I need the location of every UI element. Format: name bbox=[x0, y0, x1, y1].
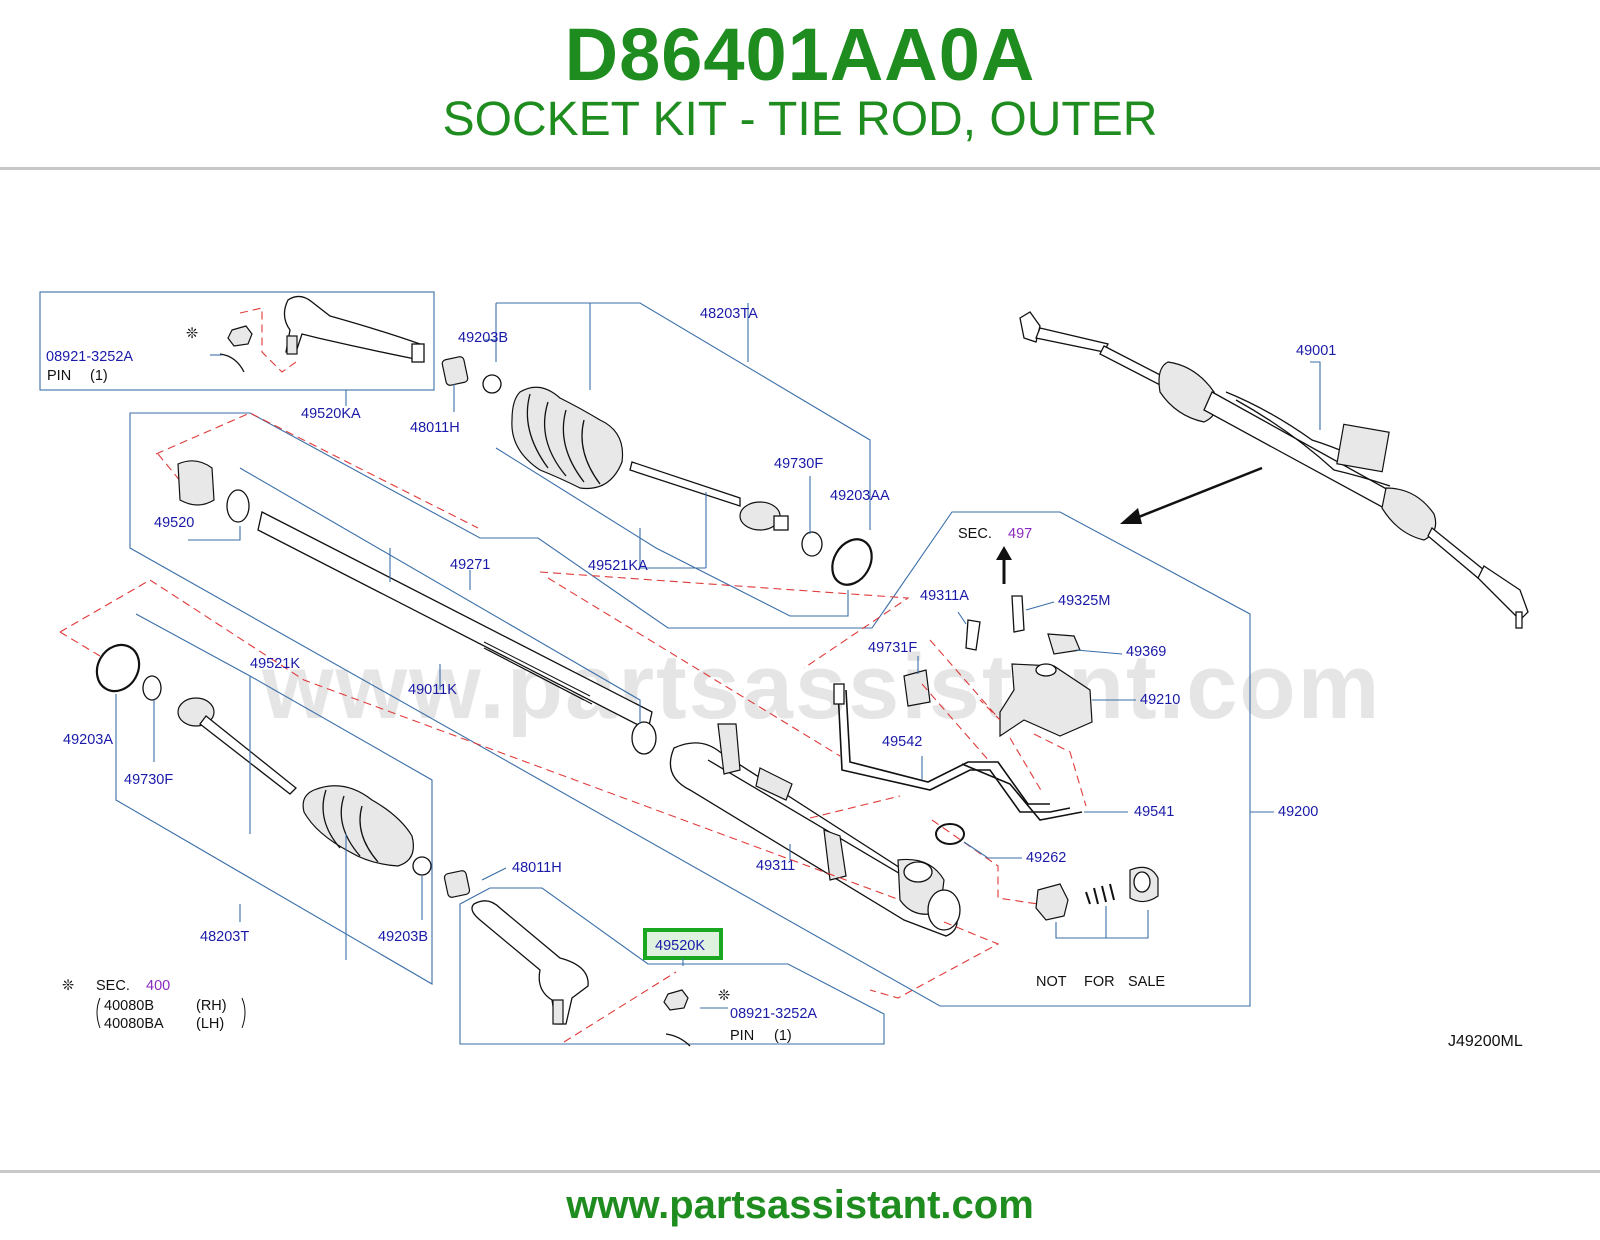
label-pin-top-qty: (1) bbox=[90, 368, 108, 384]
label-49203A[interactable]: 49203A bbox=[63, 732, 113, 748]
footer-url[interactable]: www.partsassistant.com bbox=[566, 1183, 1034, 1227]
label-48203T[interactable]: 48203T bbox=[200, 929, 249, 945]
label-sale: SALE bbox=[1128, 974, 1165, 990]
steering-rack-assembly bbox=[1019, 311, 1529, 629]
label-48203TA[interactable]: 48203TA bbox=[700, 306, 758, 322]
watermark-text: www.partsassistant.com bbox=[261, 636, 1381, 738]
label-08921-3252A-low[interactable]: 08921-3252A bbox=[730, 1006, 817, 1022]
label-49521KA[interactable]: 49521KA bbox=[588, 558, 648, 574]
label-49542[interactable]: 49542 bbox=[882, 734, 922, 750]
label-49271[interactable]: 49271 bbox=[450, 557, 490, 573]
part-number: D86401AA0A bbox=[564, 13, 1036, 96]
label-49520K[interactable]: 49520K bbox=[655, 938, 705, 954]
part-title: SOCKET KIT - TIE ROD, OUTER bbox=[442, 93, 1158, 146]
label-48011H-top[interactable]: 48011H bbox=[410, 420, 460, 436]
box-49520K: ❊ bbox=[459, 887, 885, 1047]
label-49541[interactable]: 49541 bbox=[1134, 804, 1174, 820]
label-not: NOT bbox=[1036, 974, 1067, 990]
label-sec-bottom: SEC. bbox=[96, 978, 130, 994]
label-40080BA[interactable]: 40080BA bbox=[104, 1016, 164, 1032]
box-49520KA: ❊ bbox=[39, 291, 435, 391]
label-49311[interactable]: 49311 bbox=[756, 858, 795, 874]
label-49200[interactable]: 49200 bbox=[1278, 804, 1318, 820]
label-for: FOR bbox=[1084, 974, 1115, 990]
rack-parts bbox=[177, 460, 657, 755]
lower-left-parts bbox=[95, 643, 471, 898]
gear-housing-49311 bbox=[669, 723, 961, 937]
label-49203AA[interactable]: 49203AA bbox=[830, 488, 890, 504]
asterisk-mark-low: ❊ bbox=[718, 988, 730, 1004]
asterisk-legend: ❊ bbox=[62, 978, 74, 994]
label-rh: (RH) bbox=[196, 998, 227, 1014]
label-40080B[interactable]: 40080B bbox=[104, 998, 154, 1014]
label-49203B-low[interactable]: 49203B bbox=[378, 929, 428, 945]
footer-divider bbox=[0, 1170, 1600, 1173]
label-49011K[interactable]: 49011K bbox=[408, 682, 457, 698]
not-for-sale-parts bbox=[1035, 866, 1159, 921]
label-49369[interactable]: 49369 bbox=[1126, 644, 1166, 660]
asterisk-mark-top: ❊ bbox=[186, 326, 198, 342]
label-49210[interactable]: 49210 bbox=[1140, 692, 1180, 708]
boot-group-48203TA bbox=[441, 302, 873, 586]
label-49203B-top[interactable]: 49203B bbox=[458, 330, 508, 346]
valve-parts bbox=[833, 595, 1093, 845]
label-pin-top: PIN bbox=[47, 368, 71, 384]
header-divider bbox=[0, 167, 1600, 170]
label-lh: (LH) bbox=[196, 1016, 224, 1032]
label-49520[interactable]: 49520 bbox=[154, 515, 194, 531]
label-pin-low-qty: (1) bbox=[774, 1028, 792, 1044]
label-49731F[interactable]: 49731F bbox=[868, 640, 917, 656]
label-pin-low: PIN bbox=[730, 1028, 754, 1044]
label-sec-bottom-num[interactable]: 400 bbox=[146, 978, 170, 994]
label-48011H-low[interactable]: 48011H bbox=[512, 860, 562, 876]
label-49730F-top[interactable]: 49730F bbox=[774, 456, 823, 472]
label-08921-3252A-top[interactable]: 08921-3252A bbox=[46, 349, 133, 365]
label-49001[interactable]: 49001 bbox=[1296, 343, 1336, 359]
label-49730F-low[interactable]: 49730F bbox=[124, 772, 173, 788]
label-49325M[interactable]: 49325M bbox=[1058, 593, 1110, 609]
highlight-box-49520K[interactable] bbox=[643, 928, 723, 960]
label-49311A[interactable]: 49311A bbox=[920, 588, 969, 604]
page-header: D86401AA0A SOCKET KIT - TIE ROD, OUTER bbox=[0, 0, 1600, 168]
label-49521K[interactable]: 49521K bbox=[250, 656, 300, 672]
label-49520KA[interactable]: 49520KA bbox=[301, 406, 361, 422]
label-sec-top-num[interactable]: 497 bbox=[1008, 526, 1032, 542]
label-49262[interactable]: 49262 bbox=[1026, 850, 1066, 866]
diagram-code: J49200ML bbox=[1448, 1033, 1523, 1050]
label-sec-top: SEC. bbox=[958, 526, 992, 542]
